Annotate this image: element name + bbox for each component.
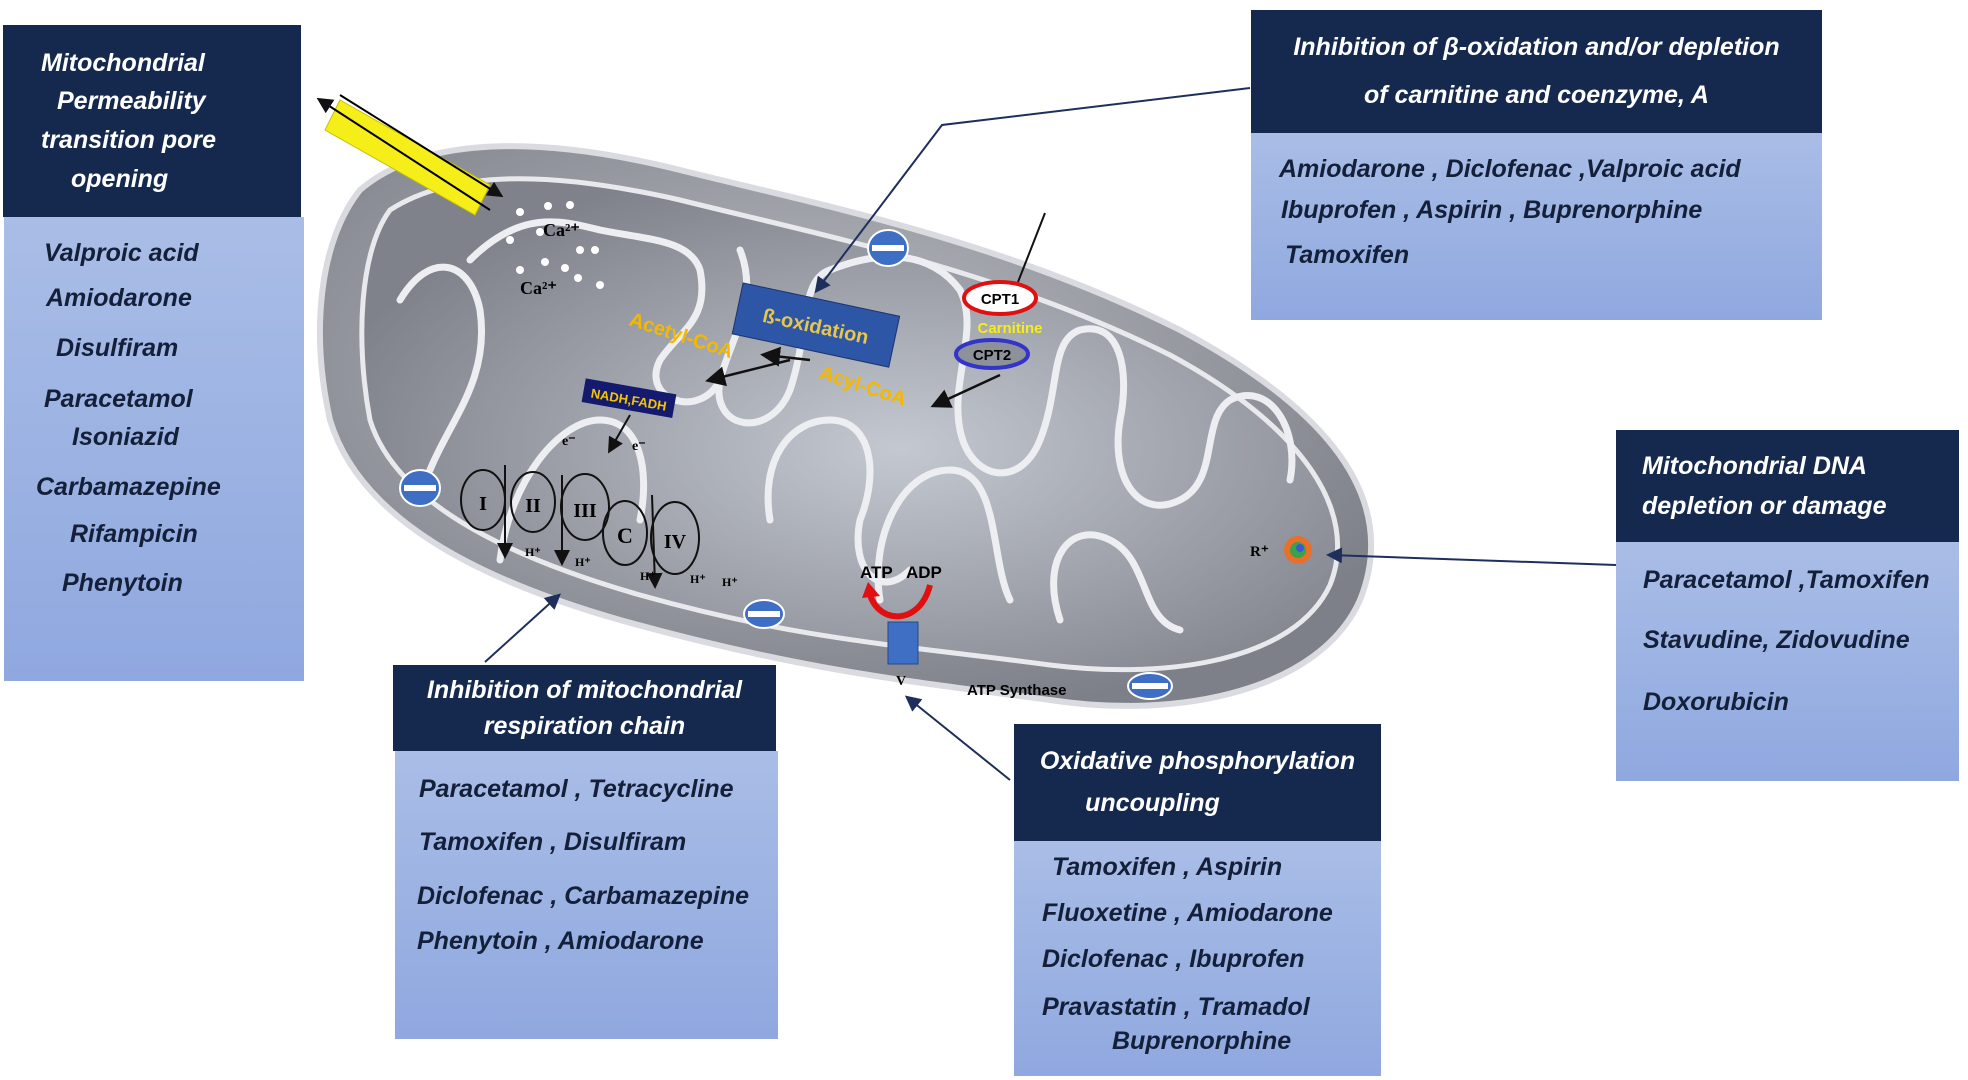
- drug-item: Diclofenac , Carbamazepine: [417, 882, 750, 910]
- drug-item: Disulfiram: [56, 334, 179, 362]
- drug-item: Phenytoin , Amiodarone: [417, 927, 704, 955]
- mpt-title-line: transition pore: [41, 126, 217, 154]
- beta-title-line: Inhibition of β-oxidation and/or depleti…: [1293, 33, 1780, 61]
- nadh-box: [581, 378, 677, 418]
- mtdna-title-line: depletion or damage: [1642, 492, 1887, 520]
- ca-label-1: Ca²⁺: [543, 220, 580, 240]
- mpt-drug-list: Valproic acid Amiodarone Disulfiram Para…: [4, 217, 304, 681]
- drug-item: Pravastatin , Tramadol: [1042, 993, 1310, 1021]
- hplus-label: H⁺: [640, 569, 656, 583]
- cpt2-label: CPT2: [973, 347, 1011, 364]
- drug-item: Paracetamol , Tetracycline: [419, 775, 734, 803]
- drug-item: Stavudine, Zidovudine: [1643, 626, 1910, 654]
- cpt1-label: CPT1: [981, 291, 1019, 308]
- beta-oxidation-box: [731, 282, 901, 368]
- complex-c-label: C: [617, 523, 633, 548]
- r-label: R⁺: [1250, 544, 1269, 560]
- drug-item: Tamoxifen , Disulfiram: [419, 828, 687, 856]
- drug-item: Diclofenac , Ibuprofen: [1042, 945, 1305, 973]
- mpt-title-line: opening: [71, 164, 169, 193]
- resp-title-line: respiration chain: [483, 712, 686, 740]
- atp-synthase-label: ATP Synthase: [967, 682, 1066, 699]
- cpt1-ellipse: [962, 280, 1038, 316]
- mtdna-header: Mitochondrial DNA depletion or damage: [1616, 430, 1959, 542]
- mtdna-drug-list: Paracetamol ,Tamoxifen Stavudine, Zidovu…: [1616, 542, 1959, 781]
- complex-ii-label: II: [525, 495, 541, 517]
- drug-item: Tamoxifen , Aspirin: [1052, 853, 1283, 881]
- electron-label-1: e⁻: [562, 434, 576, 449]
- drug-item: Fluoxetine , Amiodarone: [1042, 899, 1333, 927]
- drug-item: Paracetamol ,Tamoxifen: [1643, 566, 1930, 594]
- drug-item: Buprenorphine: [1112, 1027, 1292, 1055]
- drug-item: Tamoxifen: [1285, 241, 1410, 269]
- drug-item: Amiodarone , Diclofenac ,Valproic acid: [1279, 155, 1741, 183]
- beta-title-line: of carnitine and coenzyme, A: [1364, 80, 1709, 109]
- hplus-label: H⁺: [575, 555, 591, 569]
- electron-label-2: e⁻: [632, 439, 646, 454]
- mpt-title-line: Permeability: [57, 87, 206, 116]
- oxphos-title-line: Oxidative phosphorylation: [1039, 747, 1356, 776]
- beta-oxidation-header: Inhibition of β-oxidation and/or depleti…: [1251, 10, 1822, 133]
- respiration-chain-drug-list: Paracetamol , Tetracycline Tamoxifen , D…: [395, 751, 778, 1039]
- oxphos-title-line: uncoupling: [1085, 788, 1220, 817]
- mpt-header: Mitochondrial Permeability transition po…: [3, 25, 301, 217]
- hplus-label: H⁺: [690, 572, 706, 586]
- resp-title-line: Inhibition of mitochondrial: [426, 675, 743, 704]
- hplus-label: H⁺: [722, 575, 738, 589]
- respiration-chain-header: Inhibition of mitochondrial respiration …: [393, 665, 776, 751]
- atp-cycle-arrow: [867, 584, 933, 620]
- v-label: V: [896, 674, 906, 689]
- atp-synthase-icon: [887, 621, 919, 665]
- atp-label: ATP: [860, 563, 893, 582]
- complex-iii-label: III: [573, 500, 597, 522]
- drug-item: Ibuprofen , Aspirin , Buprenorphine: [1281, 196, 1703, 224]
- ca-label-2: Ca²⁺: [520, 278, 557, 298]
- drug-item: Paracetamol: [44, 385, 193, 413]
- adp-label: ADP: [906, 563, 942, 582]
- complex-iv-label: IV: [664, 531, 687, 553]
- drug-item: Isoniazid: [72, 423, 179, 451]
- oxphos-header: Oxidative phosphorylation uncoupling: [1014, 724, 1381, 841]
- oxphos-drug-list: Tamoxifen , Aspirin Fluoxetine , Amiodar…: [1014, 841, 1381, 1076]
- drug-item: Doxorubicin: [1643, 688, 1789, 716]
- mpt-title-line: Mitochondrial: [41, 48, 205, 77]
- carnitine-label: Carnitine: [977, 320, 1042, 337]
- drug-item: Amiodarone: [46, 284, 192, 312]
- drug-item: Carbamazepine: [36, 473, 221, 501]
- drug-item: Rifampicin: [70, 520, 198, 548]
- beta-oxidation-drug-list: Amiodarone , Diclofenac ,Valproic acid I…: [1251, 133, 1822, 320]
- hplus-label: H⁺: [525, 545, 541, 559]
- calcium-dots: [506, 201, 604, 289]
- drug-item: Phenytoin: [62, 569, 183, 597]
- complex-i-label: I: [479, 493, 487, 515]
- drug-item: Valproic acid: [44, 239, 199, 267]
- mtdna-title-line: Mitochondrial DNA: [1642, 452, 1867, 480]
- cpt2-ellipse: [954, 338, 1030, 370]
